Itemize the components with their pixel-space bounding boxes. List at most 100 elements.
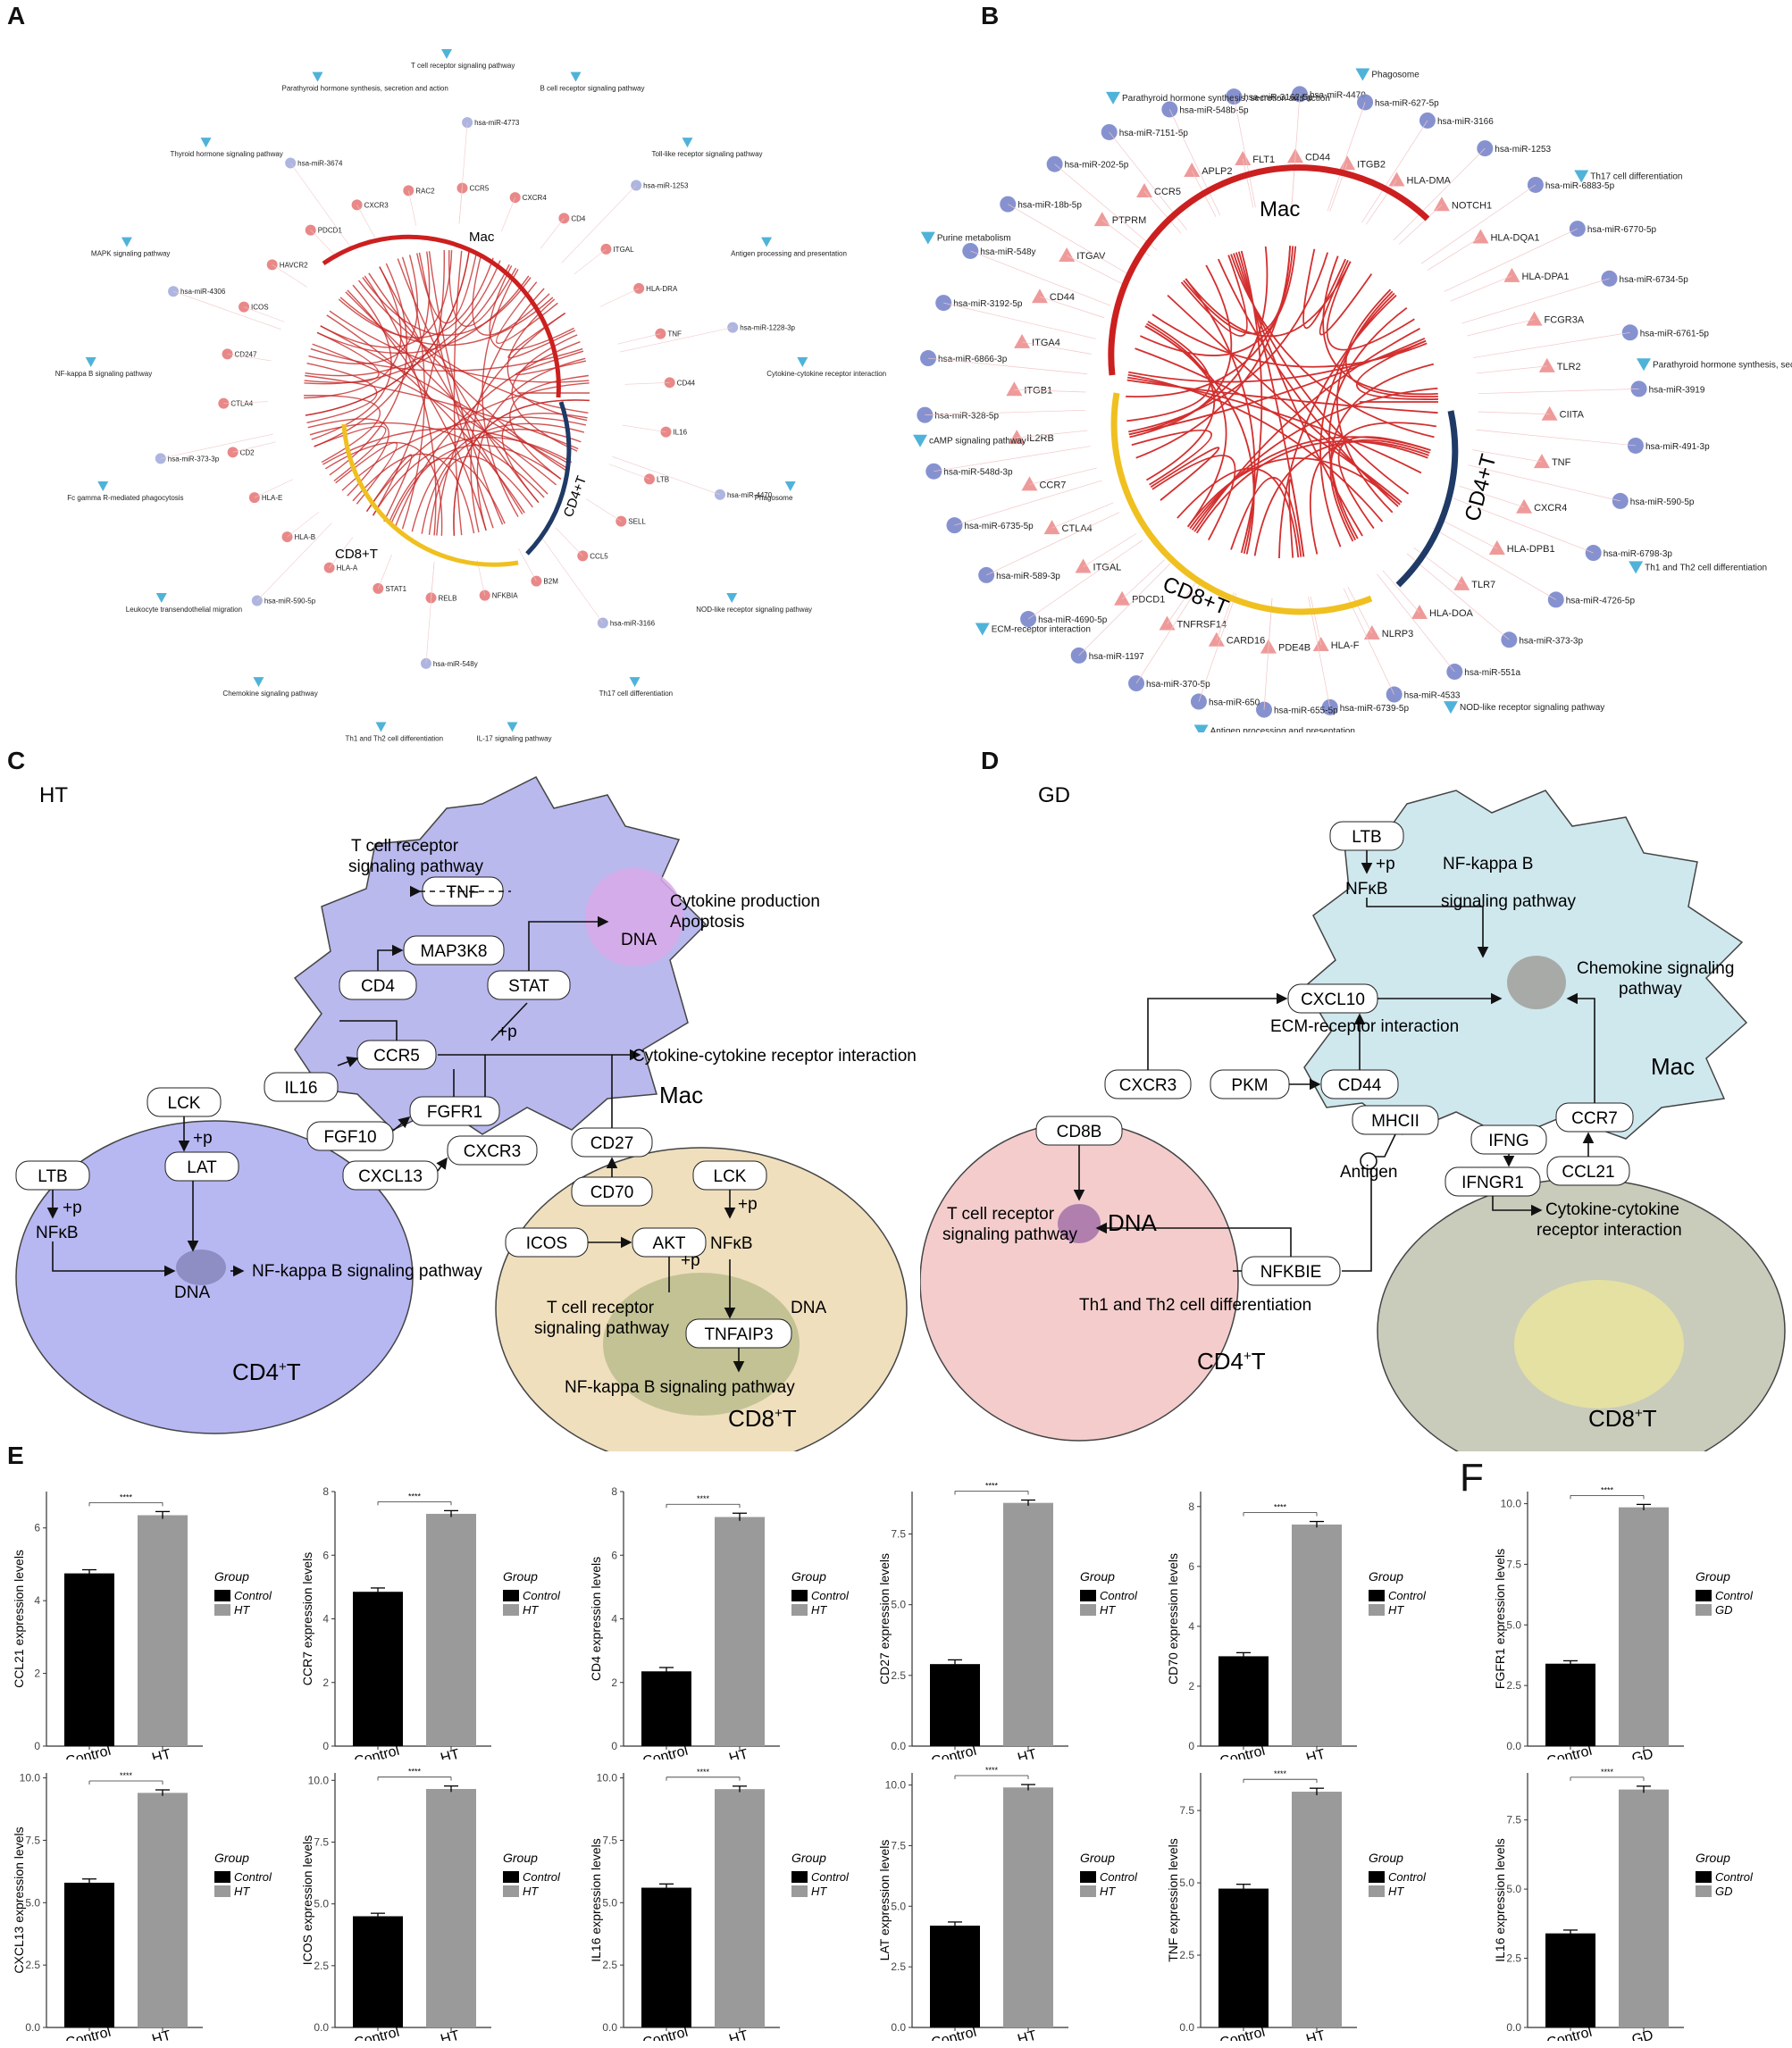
edge: [943, 302, 1096, 339]
pathway-icon: [1355, 68, 1370, 81]
legend-label: HT: [1388, 1603, 1404, 1617]
pathway-label: Chemokine signaling pathway: [222, 690, 317, 698]
hub-b-mac-label: Mac: [1260, 197, 1300, 222]
chord-link: [1344, 288, 1438, 398]
gene-label: SELL: [628, 518, 646, 526]
y-axis-label: FGFR1 expression levels: [1493, 1549, 1507, 1689]
gene-node: [1538, 357, 1555, 372]
chord-link: [365, 454, 413, 522]
c-cd4-label: CD4+T: [232, 1358, 301, 1385]
edge: [356, 205, 375, 238]
chord-link: [322, 428, 571, 465]
pathway-icon: [570, 71, 582, 82]
edge: [1439, 518, 1497, 549]
box-c-cd70: CD70: [590, 1183, 634, 1202]
box-d-ccr7: CCR7: [1571, 1109, 1618, 1128]
bar-control: [353, 1592, 403, 1746]
mirna-label: hsa-miR-491-3p: [1645, 442, 1710, 452]
bar-control: [353, 1916, 403, 2027]
chord-link: [347, 289, 487, 531]
edge: [1347, 587, 1373, 634]
chord-link: [472, 254, 550, 336]
pathway-icon: [1443, 701, 1458, 715]
hub-cd8-label: CD8+T: [335, 547, 378, 562]
gene-node: [218, 397, 230, 409]
c-cd8-label: CD8+T: [728, 1405, 797, 1432]
gene-label: HAVCR2: [280, 261, 308, 269]
y-axis-label: CD4 expression levels: [589, 1557, 603, 1681]
chord-link: [341, 416, 587, 491]
chord-link: [416, 253, 477, 324]
legend-swatch: [1696, 1885, 1712, 1897]
pathway-icon: [85, 356, 96, 367]
y-tick-label: 0.0: [25, 2021, 40, 2034]
legend-label: Control: [1715, 1589, 1754, 1602]
edge: [1461, 278, 1610, 324]
edge: [172, 290, 281, 330]
y-tick-label: 10.0: [597, 1772, 618, 1785]
x-tick-label: HT: [727, 1747, 749, 1760]
edge: [1233, 96, 1256, 208]
d-mac-label: Mac: [1651, 1053, 1695, 1080]
chord-link: [1140, 246, 1297, 356]
edge: [1377, 573, 1455, 673]
legend-label: Control: [234, 1589, 272, 1602]
y-tick-label: 2.5: [314, 1960, 329, 1972]
pathway-icon: [441, 49, 452, 59]
pathway-label: ECM-receptor interaction: [992, 625, 1091, 635]
y-tick-label: 2.5: [1506, 1679, 1521, 1692]
gene-label: IL2RB: [1026, 433, 1054, 444]
d-cd4-label: CD4+T: [1197, 1348, 1266, 1375]
pathway-icon: [155, 593, 167, 604]
mirna-label: hsa-miR-202-5p: [1065, 161, 1129, 171]
y-tick-label: 7.5: [1506, 1814, 1521, 1826]
y-tick-label: 0.0: [891, 1740, 906, 1752]
pathway-label: NOD-like receptor signaling pathway: [1460, 703, 1604, 713]
gene-label: HLA-DRA: [646, 285, 678, 293]
legend-title: Group: [791, 1569, 826, 1584]
pathway-label: Antigen processing and presentation: [1210, 727, 1355, 732]
sig-label: ****: [1601, 1768, 1614, 1776]
gene-label: LTB: [657, 475, 669, 483]
y-axis-label: IL16 expression levels: [1493, 1838, 1507, 1962]
mirna-node: [1020, 611, 1037, 628]
legend-swatch: [1696, 1871, 1712, 1883]
mirna-node: [1101, 123, 1118, 140]
chord-link: [1151, 455, 1236, 540]
chord-link: [1128, 246, 1269, 436]
box-d-cxcl10: CXCL10: [1301, 991, 1365, 1009]
box-c-cxcl13: CXCL13: [358, 1167, 423, 1186]
chord-link: [1145, 322, 1216, 481]
pathway-icon: [97, 481, 109, 491]
legend-label: HT: [1100, 1885, 1116, 1898]
box-d-ccl21: CCL21: [1562, 1163, 1614, 1182]
legend-swatch: [214, 1871, 230, 1883]
hub-b-cd4-label: CD4+T: [1461, 451, 1502, 523]
y-axis-label: LAT expression levels: [877, 1840, 892, 1961]
legend-label: Control: [1388, 1589, 1427, 1602]
x-tick-label: GD: [1630, 2027, 1655, 2041]
y-tick-label: 0.0: [1506, 1740, 1521, 1752]
bar-control: [1545, 1933, 1595, 2027]
gene-node: [1114, 590, 1131, 606]
chord-link: [1167, 294, 1401, 506]
edge: [1478, 389, 1639, 395]
edge: [617, 333, 661, 345]
edge: [1467, 319, 1535, 337]
edge: [1476, 429, 1636, 447]
y-tick-label: 5.0: [1506, 1618, 1521, 1631]
chord-link: [1128, 339, 1427, 383]
gene-label: TNFRSF14: [1177, 619, 1227, 630]
c-nfkb2: NFκB: [710, 1234, 753, 1253]
bar-ht: [426, 1788, 476, 2027]
legend-label: GD: [1715, 1603, 1733, 1617]
bar-ht: [1292, 1792, 1342, 2027]
edge: [970, 250, 1111, 306]
gene-label: CTLA4: [1062, 523, 1093, 534]
gene-label: PDCD1: [1132, 595, 1165, 606]
edge: [612, 456, 721, 496]
legend-swatch: [1080, 1885, 1096, 1897]
mirna-label: hsa-miR-7151-5p: [1119, 129, 1189, 138]
edge: [1444, 228, 1578, 292]
